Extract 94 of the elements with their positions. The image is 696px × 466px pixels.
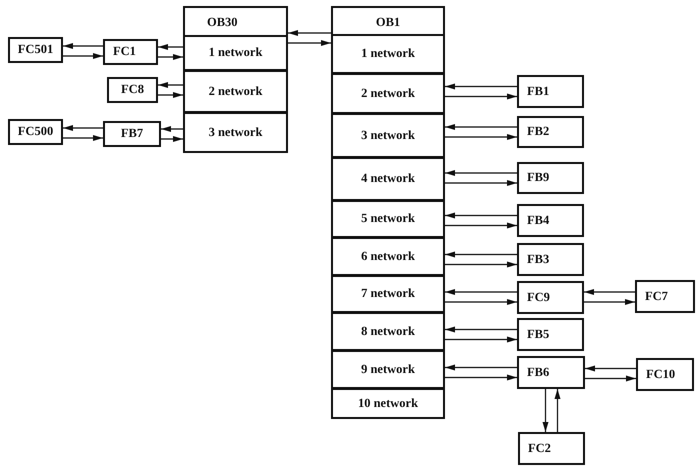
block-label: FB9 [527, 171, 550, 185]
block-label: 1 network [361, 47, 415, 61]
block-box [331, 157, 445, 201]
block-box [8, 37, 63, 63]
block-label: FC500 [18, 125, 54, 139]
block-box [517, 204, 584, 237]
arrow [288, 30, 331, 36]
arrow [288, 40, 331, 46]
block-label: FC9 [527, 290, 550, 304]
arrow [158, 82, 183, 88]
arrow [445, 94, 517, 100]
block-box [517, 162, 584, 194]
arrow [158, 44, 183, 50]
arrow [445, 326, 517, 332]
block-box [331, 113, 445, 158]
block-label: FB5 [527, 328, 550, 342]
block-label: FC7 [645, 290, 668, 304]
arrow [445, 222, 517, 228]
block-column [331, 6, 445, 419]
block-label: 1 network [208, 46, 262, 60]
block-label: FC501 [18, 43, 54, 57]
block-label: OB1 [376, 16, 400, 30]
block-label: FB3 [527, 252, 550, 266]
arrow [445, 134, 517, 140]
arrow [445, 170, 517, 176]
block-box [331, 34, 445, 74]
arrow [63, 43, 103, 49]
arrow [554, 389, 560, 432]
arrow [584, 299, 635, 305]
arrow [445, 289, 517, 295]
block-label: 9 network [361, 362, 415, 376]
arrow [542, 389, 548, 432]
block-label: 6 network [361, 250, 415, 264]
arrow [161, 126, 183, 132]
block-label: FB2 [527, 125, 550, 139]
block-label: 2 network [208, 84, 262, 98]
arrow [445, 212, 517, 218]
arrow [445, 252, 517, 258]
block-box [8, 119, 63, 145]
block-box [518, 432, 585, 465]
arrow [584, 289, 635, 295]
arrow [63, 53, 103, 59]
block-box [103, 121, 161, 147]
block-box [183, 35, 288, 71]
block-label: 3 network [361, 128, 415, 142]
block-box [331, 200, 445, 238]
block-box [331, 312, 445, 351]
arrow [445, 180, 517, 186]
block-column [183, 6, 288, 153]
block-label: FC2 [528, 442, 551, 456]
block-label: FB6 [527, 366, 550, 380]
block-label: 3 network [208, 126, 262, 140]
block-box [517, 281, 584, 314]
arrow [445, 84, 517, 90]
arrow [445, 336, 517, 342]
block-box [331, 350, 445, 389]
block-box [331, 237, 445, 276]
arrow [585, 366, 636, 372]
block-box [331, 73, 445, 114]
arrow [445, 299, 517, 305]
block-box [517, 116, 584, 148]
block-box [635, 280, 695, 313]
block-label: 8 network [361, 324, 415, 338]
block-box [636, 358, 694, 391]
block-box [331, 275, 445, 313]
block-label: 2 network [361, 86, 415, 100]
arrow [445, 262, 517, 268]
arrow [445, 364, 517, 370]
arrow [158, 54, 183, 60]
arrow [63, 125, 103, 131]
arrow [445, 124, 517, 130]
block-label: FC1 [113, 45, 136, 59]
block-label: FC8 [121, 83, 144, 97]
block-box [517, 75, 584, 108]
block-label: FB1 [527, 84, 550, 98]
arrow [445, 374, 517, 380]
block-label: 10 network [358, 396, 418, 410]
block-label: 5 network [361, 212, 415, 226]
arrow [585, 376, 636, 382]
block-label: 4 network [361, 172, 415, 186]
block-box [517, 356, 585, 389]
arrow [158, 92, 183, 98]
block-box [517, 243, 584, 276]
block-box [107, 77, 158, 103]
arrow [161, 136, 183, 142]
block-label: FB4 [527, 214, 550, 228]
block-label: FB7 [120, 127, 144, 141]
block-box [103, 39, 158, 65]
block-label: OB30 [207, 16, 238, 30]
arrow [63, 135, 103, 141]
block-label: 7 network [361, 287, 415, 301]
block-label: FC10 [646, 368, 676, 382]
block-box [517, 318, 584, 351]
block-box [183, 70, 288, 113]
